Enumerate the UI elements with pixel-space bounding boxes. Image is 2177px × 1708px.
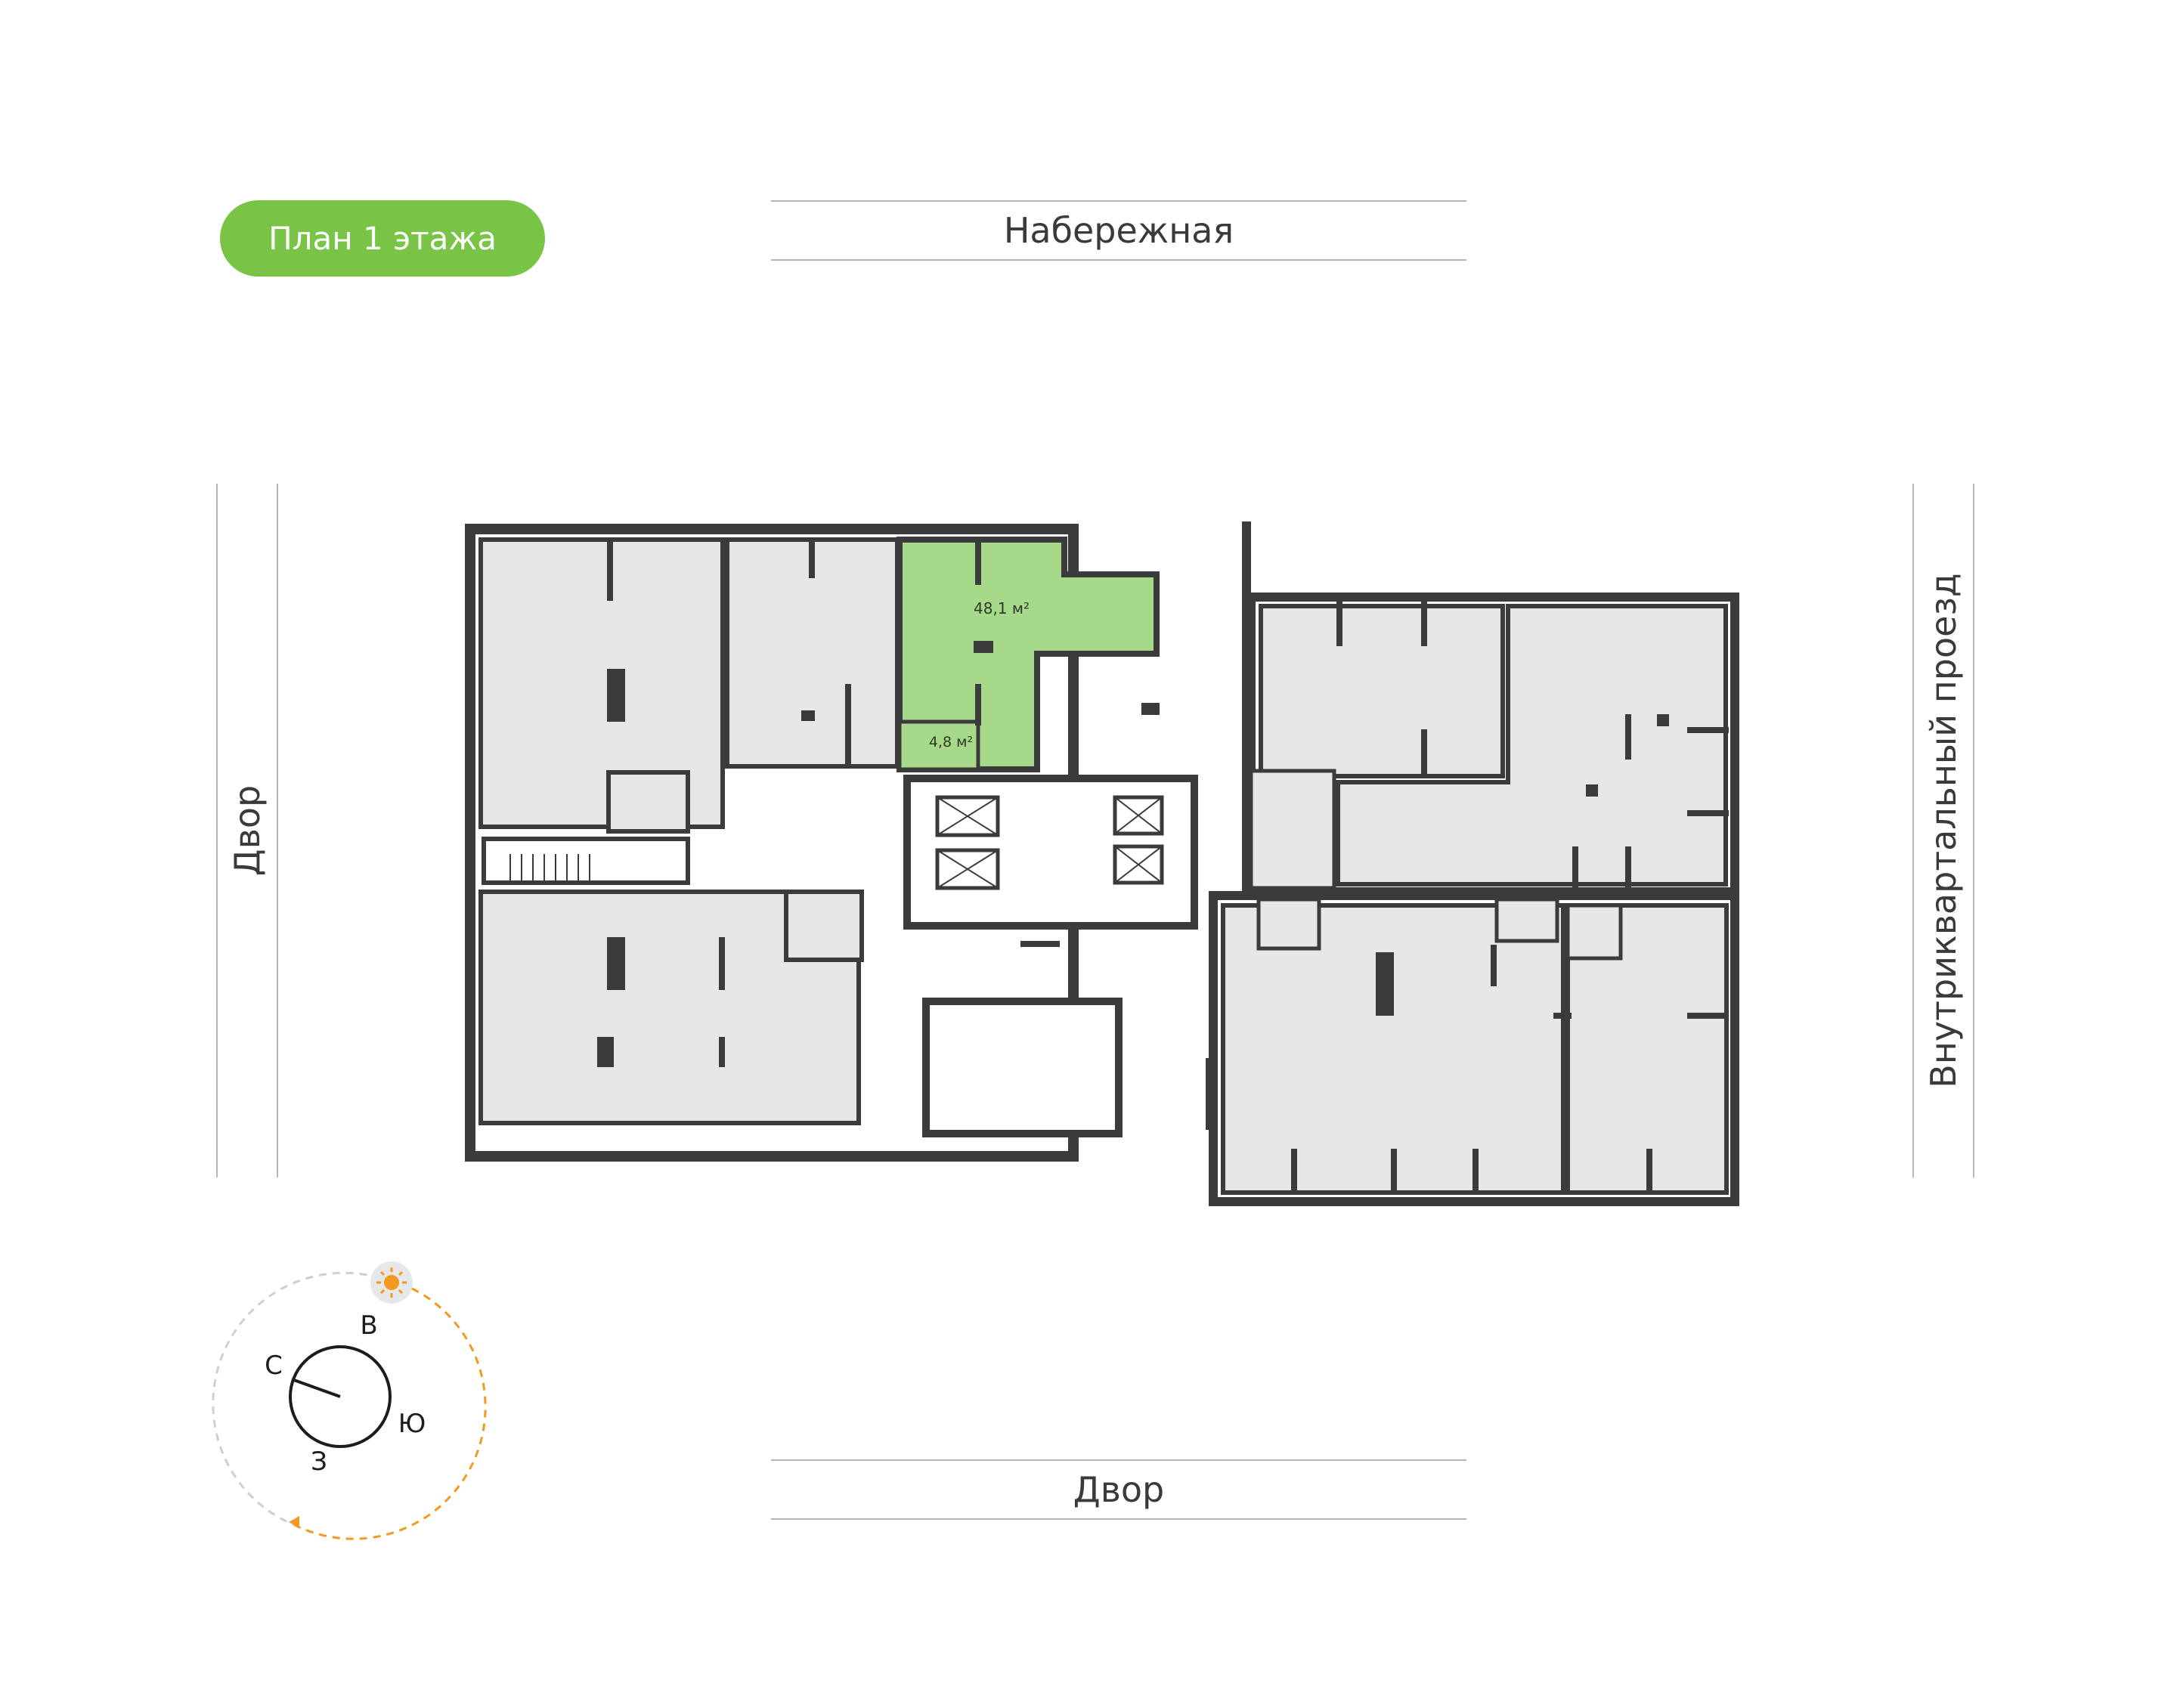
sun-icon <box>384 1275 399 1290</box>
unit-shop-5[interactable] <box>1336 604 1728 886</box>
street-left: Двор <box>216 484 278 1177</box>
bathroom-2 <box>784 890 864 962</box>
selected-unit-area-aux: 4,8 м² <box>929 734 973 750</box>
unit-shop-4[interactable] <box>1259 604 1505 778</box>
bathroom-3 <box>1249 769 1336 890</box>
right-wing <box>1209 593 1739 1206</box>
floor-plan-badge: План 1 этажа <box>220 200 545 277</box>
street-bottom-label: Двор <box>1073 1469 1165 1510</box>
street-top-label: Набережная <box>1003 210 1234 251</box>
compass-arrow-icon <box>289 1516 299 1528</box>
staircase-left <box>482 837 690 885</box>
storage-room <box>922 998 1123 1137</box>
selected-unit-area-main: 48,1 м² <box>974 599 1030 617</box>
street-top: Набережная <box>771 200 1466 261</box>
bathroom-5 <box>1494 897 1559 943</box>
compass-path-night <box>212 1271 394 1527</box>
street-right: Внутриквартальный проезд <box>1912 484 1974 1177</box>
selected-unit[interactable]: 48,1 м² 4,8 м² <box>897 537 1160 772</box>
central-core <box>903 521 1251 1137</box>
street-bottom: Двор <box>771 1459 1466 1520</box>
unit-shop-6[interactable] <box>1221 903 1565 1195</box>
bathroom-1 <box>606 770 690 834</box>
sun-rays-icon <box>376 1267 407 1298</box>
compass-south: Ю <box>398 1409 426 1439</box>
stairs-steps-left <box>509 854 590 881</box>
compass-west: З <box>311 1447 327 1477</box>
compass: С В Ю З <box>212 1261 487 1540</box>
bathroom-4 <box>1256 897 1321 951</box>
compass-east: В <box>360 1310 377 1341</box>
compass-path-sun <box>294 1287 487 1540</box>
selected-unit-bathroom <box>897 719 980 772</box>
bathroom-6 <box>1565 903 1623 961</box>
compass-north: С <box>265 1351 283 1381</box>
compass-needle <box>291 1378 341 1398</box>
